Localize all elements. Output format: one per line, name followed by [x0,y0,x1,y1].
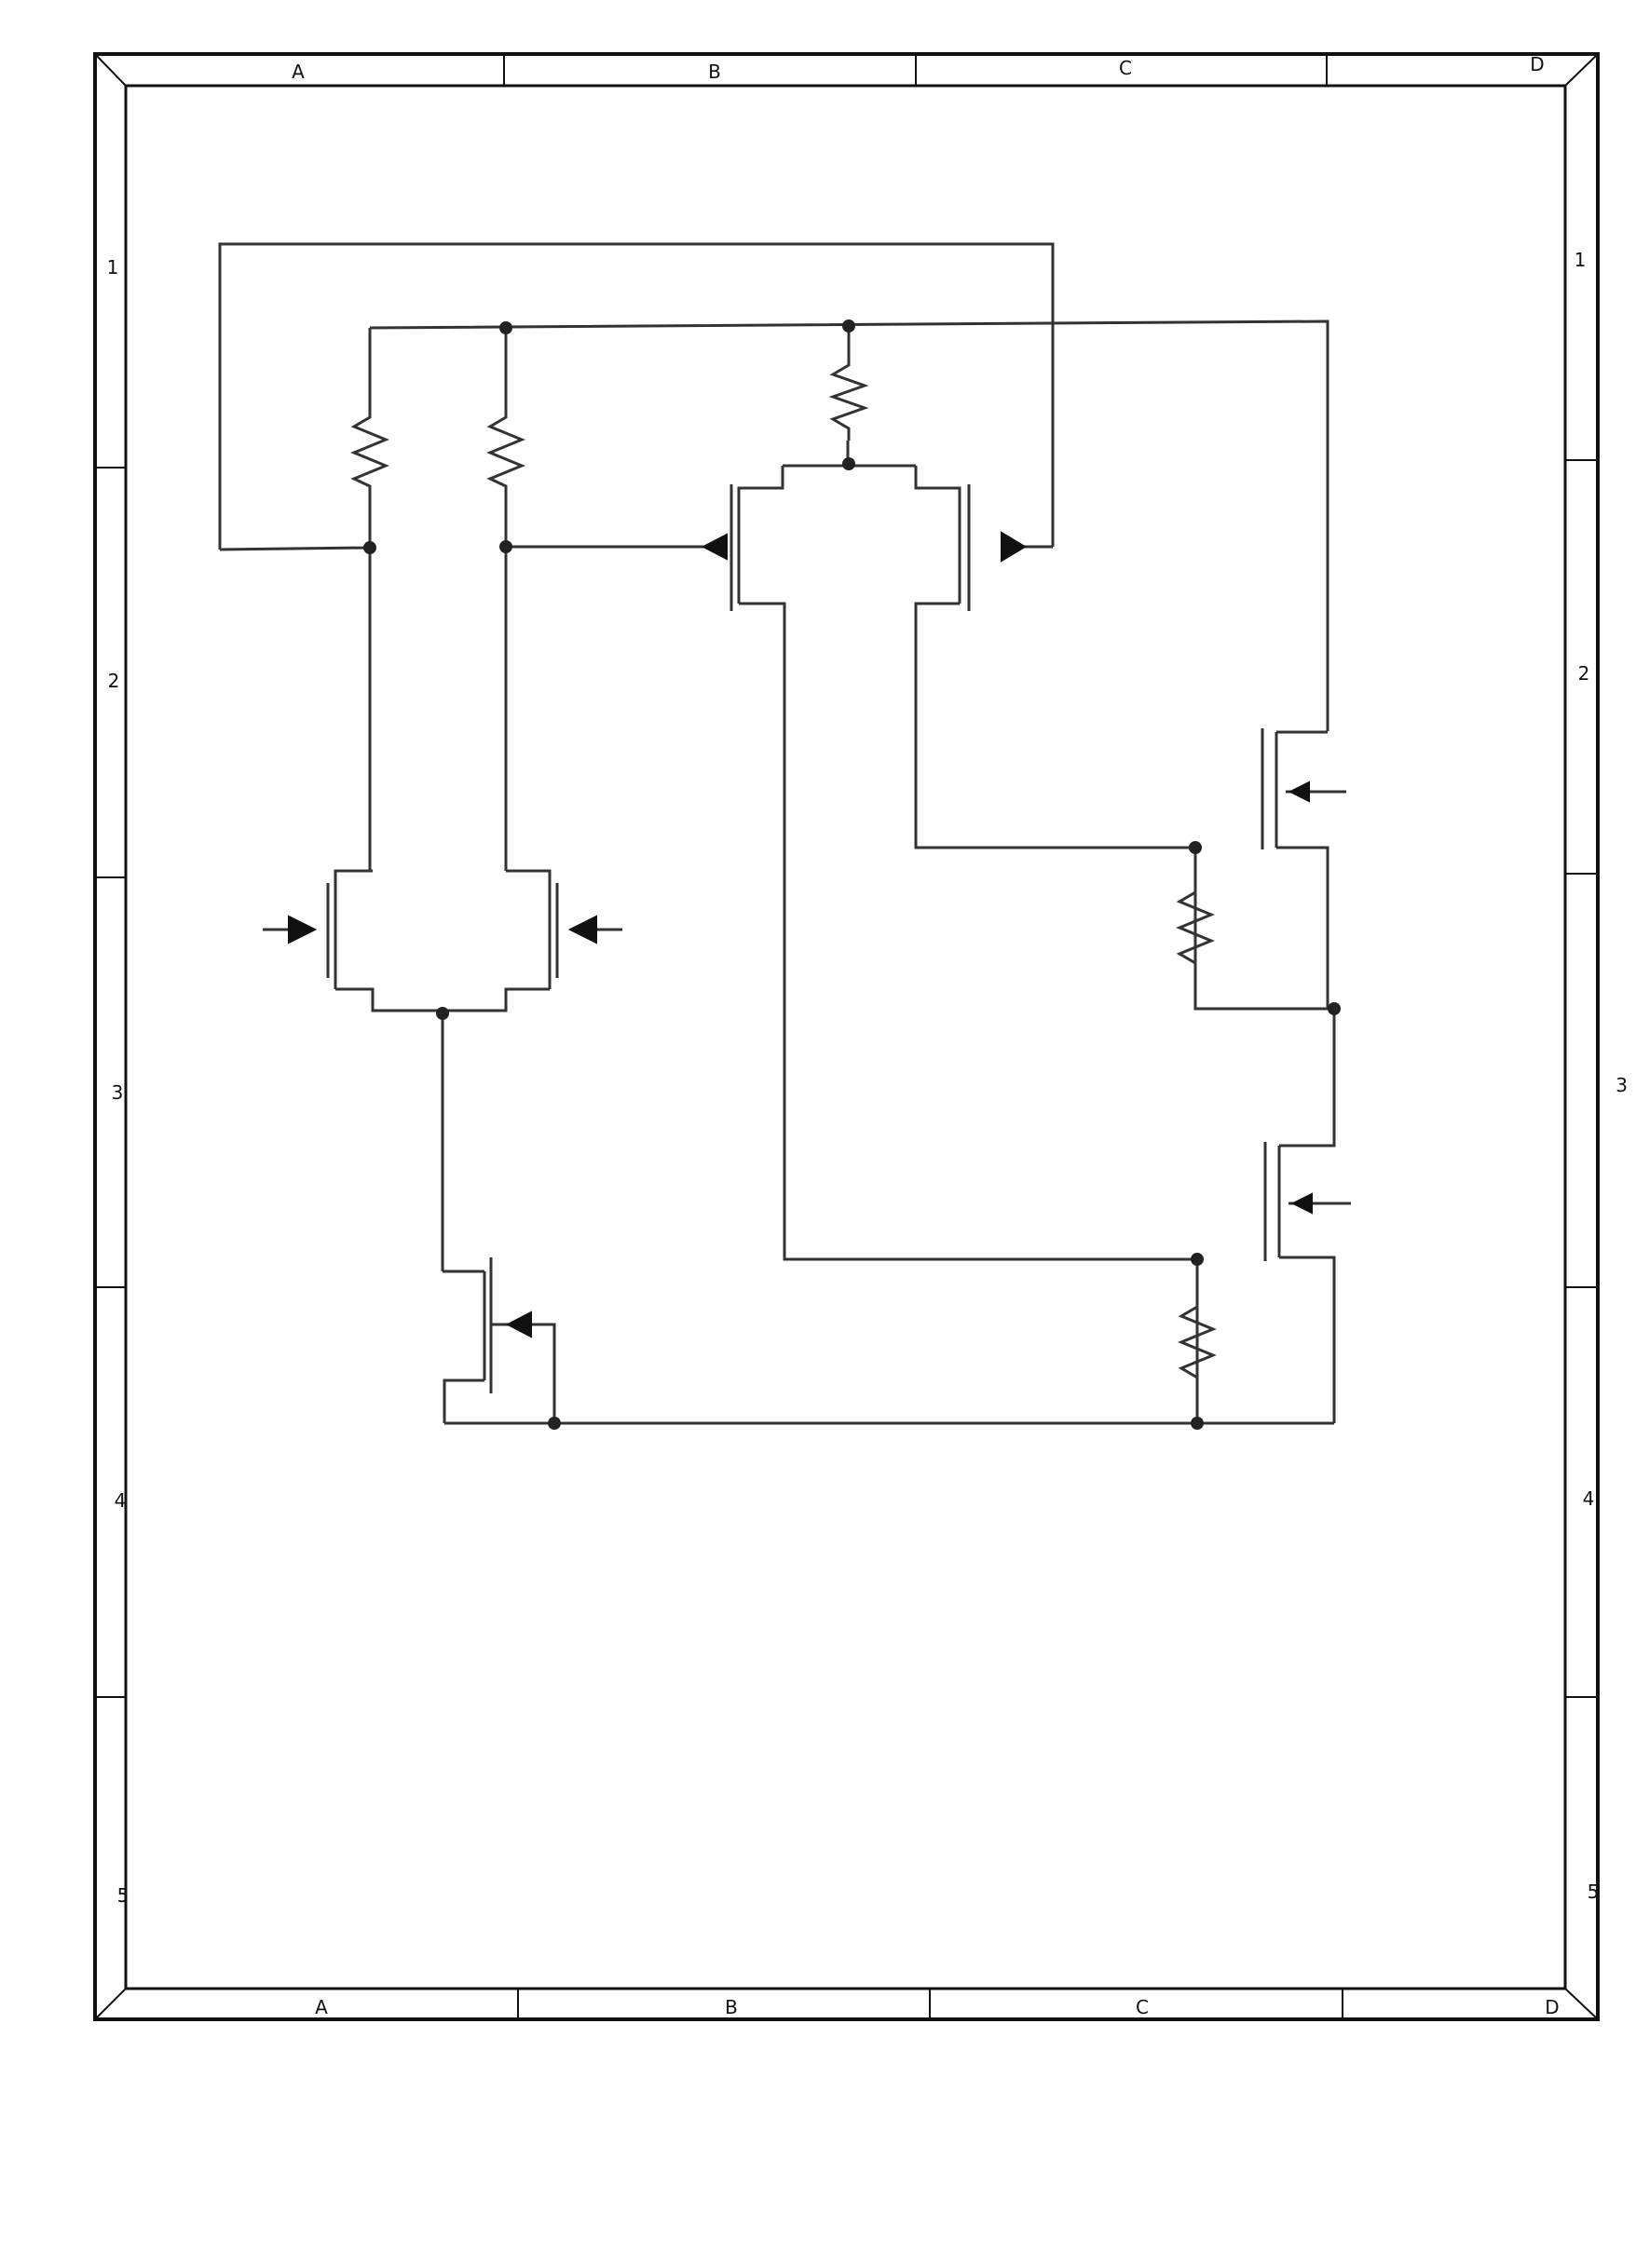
junction-dot [363,541,376,554]
arrow-icon [1001,531,1027,563]
row-label-left-2: 2 [108,670,120,692]
arrow-icon [1290,1192,1313,1215]
r-right-lower [1178,1299,1217,1385]
row-label-right-2: 2 [1578,662,1590,685]
q-top-pair-a [685,484,733,611]
column-label-top-b: B [708,61,721,83]
junction-dot [1191,1417,1204,1430]
row-zone-markers: 1 2 3 4 5 1 2 3 4 5 [95,249,1628,1907]
junction-dot [499,540,512,553]
r-left-load [350,410,389,494]
junction-dot [842,319,855,333]
column-label-top-d: D [1530,53,1544,75]
column-label-bottom-a: A [315,1996,328,2018]
r-right-upper [1176,885,1215,971]
junction-dot [1189,841,1202,854]
q-right-lower [1263,1142,1351,1261]
arrow-icon [567,915,597,944]
row-label-left-1: 1 [107,256,119,278]
junction-dot [436,1007,449,1020]
row-label-right-3: 3 [1616,1074,1628,1096]
r-mid-load [486,410,525,494]
r-top-tail [828,359,869,441]
column-label-bottom-c: C [1136,1996,1149,2018]
junction-dots [363,319,1341,1430]
row-label-left-4: 4 [115,1489,127,1512]
q-tail-source [483,1257,532,1393]
junction-dot [548,1417,561,1430]
column-label-top-c: C [1119,57,1132,79]
row-label-right-5: 5 [1588,1881,1600,1903]
column-label-top-a: A [292,61,305,83]
row-label-right-4: 4 [1583,1487,1595,1510]
q-right-upper [1261,728,1346,849]
junction-dot [499,321,512,334]
q-top-pair-b [967,484,1053,611]
junction-dot [842,457,855,470]
arrow-icon [505,1311,532,1338]
column-zone-markers: A B C D A B C D [292,53,1560,2019]
row-label-right-1: 1 [1575,249,1587,271]
schematic-wiring [218,242,1336,1425]
junction-dot [1328,1002,1341,1015]
column-label-bottom-d: D [1545,1996,1559,2018]
q-left-pair-b [506,869,622,989]
column-label-bottom-b: B [725,1996,738,2018]
drawing-frame [93,52,1600,2021]
arrow-icon [701,533,728,561]
junction-dot [1191,1253,1204,1266]
arrow-icon [1288,781,1310,803]
q-left-pair-a [263,869,373,989]
row-label-left-3: 3 [112,1081,124,1104]
arrow-icon [288,915,318,944]
row-label-left-5: 5 [117,1884,130,1907]
